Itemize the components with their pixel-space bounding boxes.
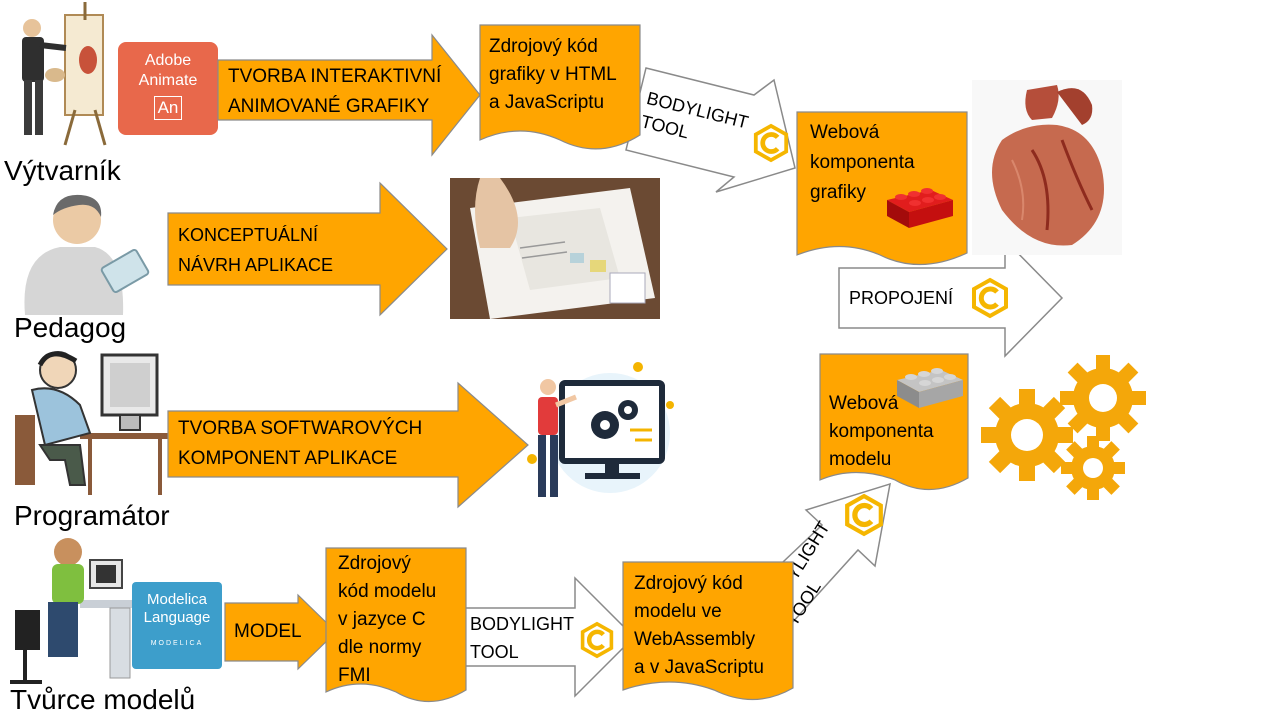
modeler-illustration [10, 538, 135, 684]
red-lego-brick-icon [887, 188, 953, 228]
doc-wasm-source: Zdrojový kód modelu ve WebAssembly a v J… [634, 573, 764, 678]
gears-icon [981, 355, 1146, 500]
role-artist: Výtvarník [4, 155, 121, 186]
software-development-illustration [527, 362, 674, 497]
bodylight-icon [845, 493, 883, 537]
heart-image [972, 80, 1122, 255]
doc-c-source: Zdrojový kód modelu v jazyce C dle normy… [338, 553, 437, 686]
concept-design-photo [450, 178, 660, 319]
teacher-illustration [24, 194, 150, 315]
programmer-illustration [15, 351, 170, 495]
artist-illustration [22, 2, 107, 146]
arrow-bodylight-bottom-text: BODYLIGHT TOOL [470, 614, 575, 662]
doc-graphics-component: Webová komponenta grafiky [810, 122, 915, 203]
adobe-animate-logo: Adobe Animate An [118, 42, 218, 135]
bodylight-icon [580, 621, 614, 659]
role-programmer: Programátor [14, 500, 170, 531]
arrow-software-text: TVORBA SOFTWAROVÝCH KOMPONENT APLIKACE [178, 418, 423, 469]
arrow-connect-text: PROPOJENÍ [849, 288, 954, 308]
animate-mark: An [153, 96, 183, 120]
arrow-graphics-text: TVORBA INTERAKTIVNÍ ANIMOVANÉ GRAFIKY [228, 66, 442, 117]
arrow-concept-text: KONCEPTUÁLNÍ NÁVRH APLIKACE [178, 225, 334, 275]
modelica-logo: Modelica Language MODELICA [132, 582, 222, 669]
gray-lego-brick-icon [897, 368, 963, 408]
bodylight-icon [753, 123, 789, 163]
arrow-model-text: MODEL [234, 621, 302, 642]
bodylight-icon [972, 277, 1008, 319]
doc-model-component: Webová komponenta modelu [829, 393, 934, 470]
role-teacher: Pedagog [14, 312, 127, 343]
role-modeler: Tvůrce modelů [10, 684, 196, 715]
doc-html-source: Zdrojový kód grafiky v HTML a JavaScript… [489, 36, 617, 113]
